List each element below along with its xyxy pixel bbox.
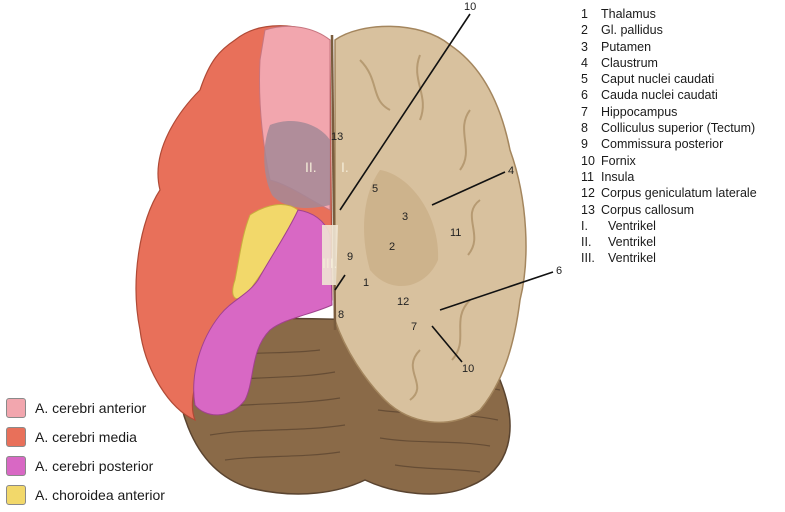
legend-item-posterior: A. cerebri posterior <box>6 451 165 480</box>
label-10-bottom: 10 <box>462 363 474 375</box>
legend-swatch <box>6 455 26 476</box>
key-row: III.Ventrikel <box>581 251 656 266</box>
legend-item-choroidea: A. choroidea anterior <box>6 480 165 509</box>
label-10-top: 10 <box>464 1 476 13</box>
lentiform-region <box>364 170 439 287</box>
label-4: 4 <box>508 165 514 177</box>
label-9: 9 <box>347 251 353 263</box>
label-ventricle-III: III. <box>322 255 338 271</box>
legend-item-media: A. cerebri media <box>6 422 165 451</box>
label-ventricle-II: II. <box>305 159 317 175</box>
label-5: 5 <box>372 183 378 195</box>
ventricle-II-dark <box>264 120 330 208</box>
callout-4 <box>431 171 506 206</box>
label-ventricle-I: I. <box>341 159 349 175</box>
label-3: 3 <box>402 211 408 223</box>
ventricle-III <box>322 225 338 285</box>
callout-10-bottom <box>431 325 463 363</box>
posterior-territory <box>193 209 333 416</box>
label-12: 12 <box>397 296 409 308</box>
label-1: 1 <box>363 277 369 289</box>
label-7: 7 <box>411 321 417 333</box>
callout-9 <box>334 274 346 291</box>
key-row: I.Ventrikel <box>581 218 656 233</box>
label-6: 6 <box>556 265 562 277</box>
label-8: 8 <box>338 309 344 321</box>
legend-item-anterior: A. cerebri anterior <box>6 393 165 422</box>
callout-6 <box>439 271 554 311</box>
legend-swatch <box>6 426 26 447</box>
label-13: 13 <box>331 131 343 143</box>
callout-10-top <box>339 13 471 211</box>
key-row: II.Ventrikel <box>581 235 656 250</box>
label-11: 11 <box>450 227 461 239</box>
artery-legend: A. cerebri anterior A. cerebri media A. … <box>6 393 165 509</box>
legend-swatch <box>6 484 26 505</box>
label-2: 2 <box>389 241 395 253</box>
legend-swatch <box>6 397 26 418</box>
